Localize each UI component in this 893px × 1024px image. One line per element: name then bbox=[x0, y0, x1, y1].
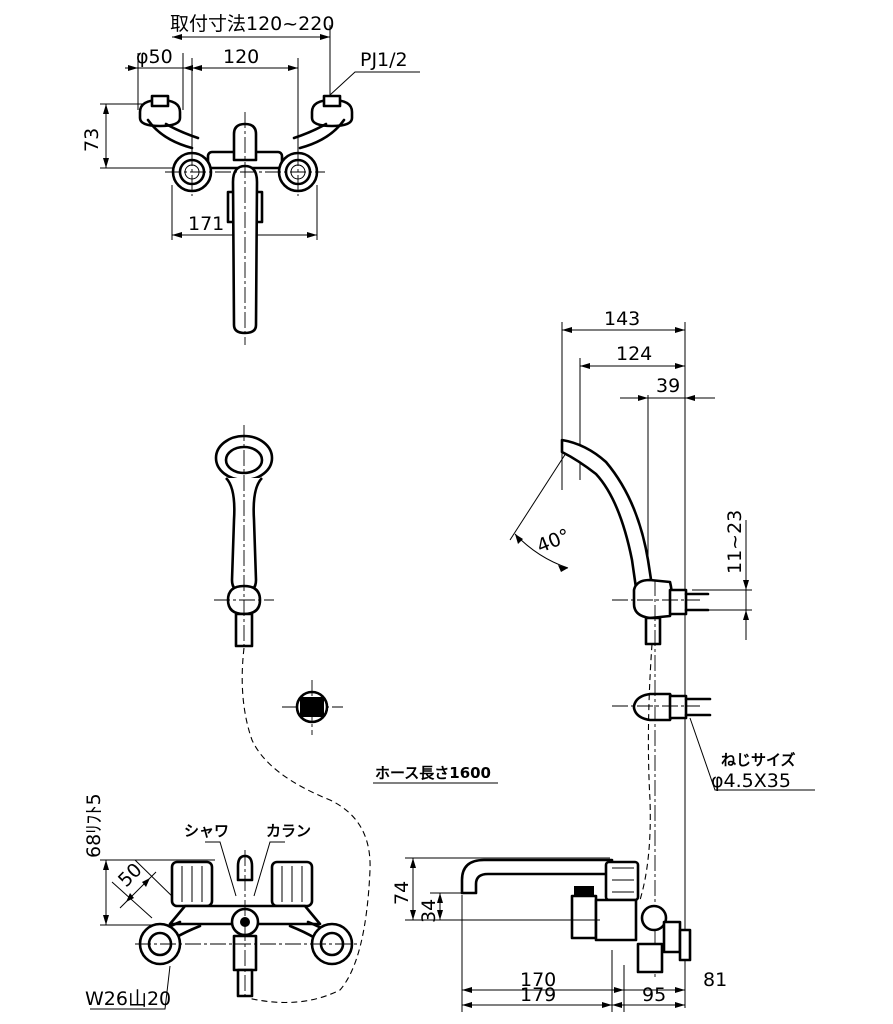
dim-11-23-label: 11~23 bbox=[724, 510, 746, 574]
front-view bbox=[90, 841, 360, 1010]
dim-74-label: 74 bbox=[391, 881, 413, 905]
dim-143-label: 143 bbox=[604, 308, 640, 330]
dim-124-label: 124 bbox=[616, 343, 652, 365]
dim-81-label: 81 bbox=[703, 969, 727, 991]
thread-w26-label: W26山20 bbox=[85, 988, 171, 1010]
shower-head-front-view bbox=[214, 425, 274, 650]
mount-range-label: 取付寸法120~220 bbox=[170, 13, 334, 35]
width-171-label: 171 bbox=[188, 213, 224, 235]
dim-179-label: 179 bbox=[520, 984, 556, 1006]
dim-170-label: 170 bbox=[520, 969, 556, 991]
wall-holder-view bbox=[282, 680, 343, 735]
screw-size-label: ねじサイズ bbox=[721, 751, 796, 769]
shower-label: シャワ bbox=[184, 822, 229, 840]
height-73-label: 73 bbox=[81, 128, 103, 152]
lift-68-label: 68ﾘﾌﾄ5 bbox=[83, 793, 105, 858]
dim-39-label: 39 bbox=[656, 375, 680, 397]
diameter-50-label: φ50 bbox=[136, 46, 173, 68]
spacing-120-label: 120 bbox=[223, 46, 259, 68]
hose-length-label: ホース長さ1600 bbox=[375, 764, 491, 782]
screw-size-value: φ4.5X35 bbox=[711, 770, 791, 792]
faucet-label: カラン bbox=[266, 822, 311, 840]
angle-40-label: 40° bbox=[534, 525, 573, 558]
dim-95-label: 95 bbox=[642, 984, 666, 1006]
side-view bbox=[405, 322, 815, 1012]
top-view bbox=[100, 25, 420, 345]
pipe-thread-label: PJ1/2 bbox=[360, 49, 408, 71]
dim-34-label: 34 bbox=[418, 899, 440, 923]
